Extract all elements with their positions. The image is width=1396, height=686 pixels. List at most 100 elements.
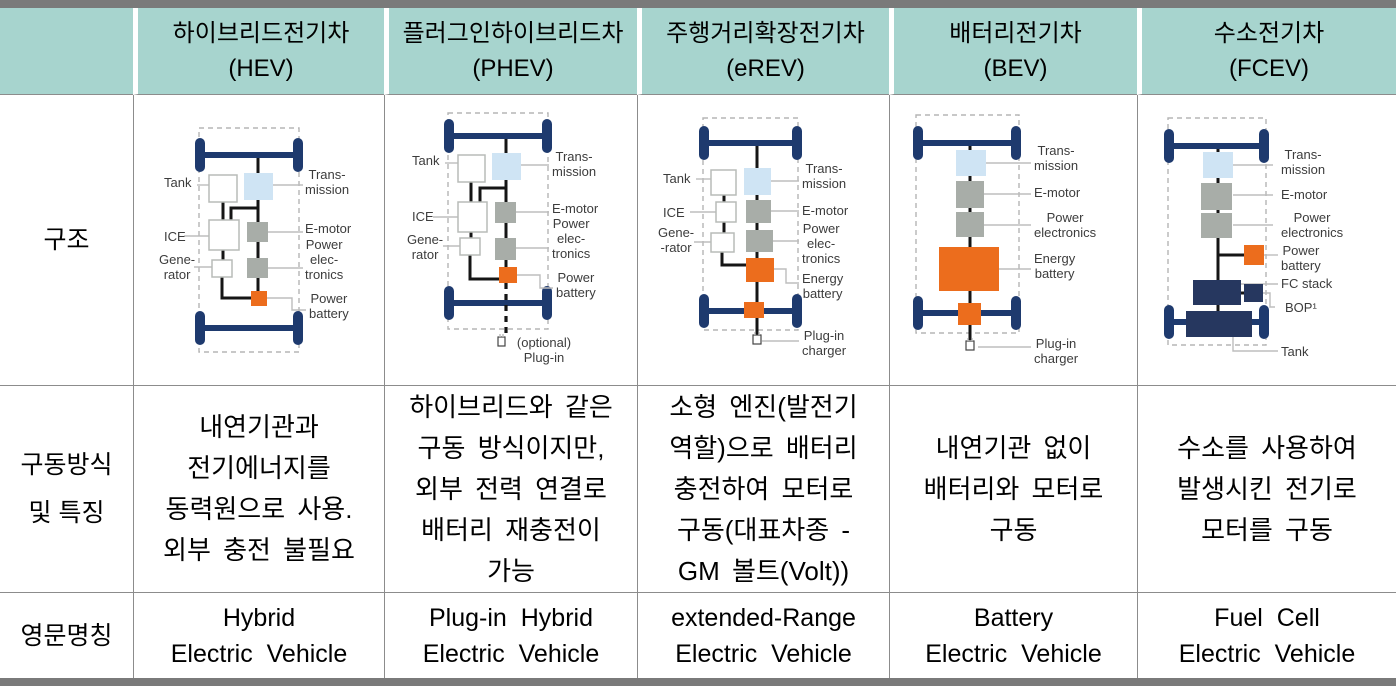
power-electronics-box [956, 212, 984, 237]
rear-axle [444, 286, 552, 320]
column-header-phev: 플러그인하이브리드차 (PHEV) [384, 8, 637, 95]
column-abbr: (eREV) [726, 55, 805, 82]
column-title: 하이브리드전기차 [172, 20, 350, 47]
diagram-label-transmission: Trans- mission [1281, 147, 1326, 177]
english-name-bev: Battery Electric Vehicle [889, 592, 1137, 678]
column-title: 주행거리확장전기차 [666, 20, 865, 47]
structure-cell-hev: Tank ICE Gene- rator Trans- mission E-mo… [133, 95, 384, 385]
diagram-label-generator: Gene- rator [159, 252, 196, 282]
power-electronics-box [1201, 213, 1232, 238]
column-abbr: (HEV) [228, 55, 294, 82]
fc-stack-box [1193, 280, 1241, 305]
diagram-label-energy-battery: Energy battery [802, 271, 844, 301]
erev-structure-diagram: Tank ICE Gene- -rator Trans- mission E-m… [638, 95, 889, 385]
generator-box [459, 237, 481, 256]
front-axle [913, 126, 1021, 160]
header-corner-cell [0, 8, 133, 95]
generator-box [710, 232, 735, 253]
vehicle-outline [198, 127, 300, 353]
pointer-lines [978, 162, 1031, 348]
diagram-label-tank: Tank [1281, 344, 1309, 359]
row-label-structure: 구조 [43, 226, 90, 254]
row-label-english-name: 영문명칭 [0, 592, 133, 678]
diagram-label-generator: Gene- -rator [658, 225, 695, 255]
transmission-box [956, 150, 986, 176]
column-header-bev: 배터리전기차 (BEV) [889, 8, 1137, 95]
english-name-fcev: Fuel Cell Electric Vehicle [1137, 592, 1396, 678]
pointer-lines [690, 178, 799, 342]
vehicle-outline [1167, 117, 1267, 346]
diagram-label-transmission: Trans- mission [552, 149, 597, 179]
emotor-box [1201, 183, 1232, 210]
diagram-label-plugin-charger: Plug-in charger [802, 328, 847, 358]
phev-structure-diagram: Tank ICE Gene- rator Trans- mission E-mo… [385, 95, 637, 385]
plug-icon [497, 334, 506, 347]
plug-icon [965, 338, 975, 351]
tank-box [710, 169, 737, 196]
power-battery-box [1244, 245, 1264, 265]
diagram-label-bop: BOP¹ [1285, 300, 1317, 315]
tank-box [1186, 311, 1252, 337]
transmission-box [492, 153, 521, 180]
column-title: 배터리전기차 [949, 20, 1082, 47]
vehicle-outline [702, 117, 799, 331]
tank-box [457, 154, 486, 183]
table-top-border [0, 0, 1396, 8]
ice-box [715, 201, 737, 223]
vehicle-outline [447, 112, 549, 330]
generator-box [211, 259, 233, 278]
drive-method-erev: 소형 엔진(발전기 역할)으로 배터리 충전하여 모터로 구동(대표차종 - G… [637, 385, 889, 592]
diagram-label-power-electronics: Power elec- tronics [552, 216, 591, 261]
english-name-phev: Plug-in Hybrid Electric Vehicle [384, 592, 637, 678]
diagram-label-energy-battery: Energy battery [1034, 251, 1076, 281]
energy-battery-box [746, 258, 774, 282]
diagram-label-tank: Tank [663, 171, 691, 186]
english-name-hev: Hybrid Electric Vehicle [133, 592, 384, 678]
diagram-label-plug-optional: (optional) Plug-in [516, 335, 572, 365]
diagram-label-tank: Tank [412, 153, 440, 168]
emotor-box [746, 200, 771, 223]
diagram-label-power-battery: Power battery [1281, 243, 1321, 273]
diagram-label-ice: ICE [663, 205, 685, 220]
ice-box [208, 219, 240, 251]
charger-box [744, 302, 764, 318]
bev-diagram-graphic [913, 114, 1031, 351]
transmission-box [744, 168, 771, 195]
rear-axle [195, 311, 303, 345]
diagram-label-ice: ICE [164, 229, 186, 244]
front-axle [444, 119, 552, 153]
structure-cell-bev: Trans- mission E-motor Power electronics… [889, 95, 1137, 385]
diagram-label-power-electronics: Power elec- tronics [305, 237, 344, 282]
column-title: 플러그인하이브리드차 [402, 20, 624, 47]
table-grid: 하이브리드전기차 (HEV) 플러그인하이브리드차 (PHEV) 주행거리확장전… [0, 8, 1396, 678]
diagram-label-transmission: Trans- mission [802, 161, 847, 191]
vehicle-outline [915, 114, 1020, 334]
column-abbr: (PHEV) [472, 55, 554, 82]
diagram-label-power-electronics: Power electronics [1034, 210, 1097, 240]
transmission-box [1203, 152, 1233, 178]
english-name-erev: extended-Range Electric Vehicle [637, 592, 889, 678]
column-title: 수소전기차 [1213, 20, 1325, 47]
power-battery-box [499, 267, 517, 283]
diagram-label-ice: ICE [412, 209, 434, 224]
diagram-label-emotor: E-motor [305, 221, 352, 236]
power-electronics-box [495, 238, 516, 260]
diagram-label-power-electronics: Power elec- tronics [802, 221, 841, 266]
diagram-label-emotor: E-motor [802, 203, 849, 218]
fcev-structure-diagram: Trans- mission E-motor Power electronics… [1148, 95, 1396, 385]
front-axle [1164, 129, 1269, 163]
pointer-lines [184, 184, 306, 311]
table-bottom-border [0, 678, 1396, 686]
phev-diagram-graphic [433, 112, 553, 347]
hev-diagram-graphic [184, 127, 306, 353]
diagram-label-emotor: E-motor [1034, 185, 1081, 200]
bev-structure-diagram: Trans- mission E-motor Power electronics… [898, 95, 1137, 385]
tank-box [208, 174, 238, 203]
drive-method-bev: 내연기관 없이 배터리와 모터로 구동 [889, 385, 1137, 592]
front-axle [699, 126, 802, 160]
pointer-lines [433, 162, 553, 289]
drive-method-phev: 하이브리드와 같은 구동 방식이지만, 외부 전력 연결로 배터리 재충전이 가… [384, 385, 637, 592]
diagram-label-power-battery: Power battery [309, 291, 349, 321]
power-electronics-box [247, 258, 268, 278]
